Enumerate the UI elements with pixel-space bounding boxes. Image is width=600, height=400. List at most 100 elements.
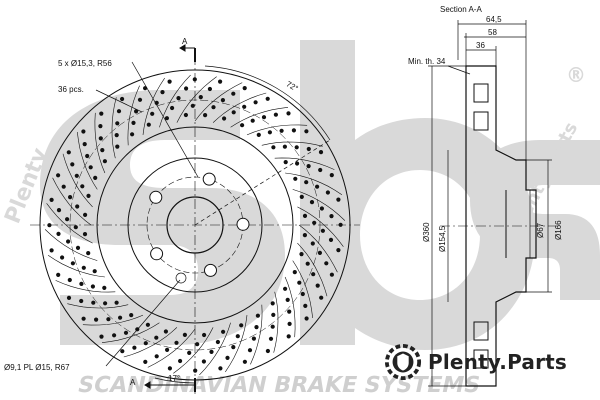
- drill-hole: [132, 345, 137, 350]
- drill-hole: [75, 204, 80, 209]
- drill-hole: [329, 272, 334, 277]
- drill-hole: [98, 136, 103, 141]
- drill-hole: [120, 349, 125, 354]
- drill-hole: [293, 176, 298, 181]
- drill-hole: [47, 223, 52, 228]
- drill-hole: [325, 190, 330, 195]
- drill-hole: [304, 316, 309, 321]
- drill-hole: [320, 228, 325, 233]
- callouts: [95, 61, 199, 367]
- drill-hole: [193, 368, 198, 373]
- drill-hole: [287, 321, 292, 326]
- drill-hole: [253, 100, 258, 105]
- drill-hole: [120, 96, 125, 102]
- friction-slot: [261, 141, 323, 147]
- drill-hole: [79, 298, 84, 304]
- drill-hole: [318, 150, 324, 155]
- callout-texts: 5 x Ø15,3, R56 36 pcs. Ø9,1 PL Ø15, R67: [4, 59, 112, 372]
- disc-holes: [44, 74, 346, 376]
- friction-slot: [127, 85, 140, 146]
- drill-hole: [329, 173, 334, 178]
- drill-hole: [209, 349, 214, 354]
- friction-slot: [44, 229, 98, 261]
- drill-hole: [167, 366, 172, 371]
- friction-slot: [297, 206, 344, 247]
- drill-hole: [222, 116, 227, 121]
- drill-hole: [319, 295, 324, 300]
- friction-slot: [82, 314, 144, 326]
- bolt-hole: [204, 263, 217, 277]
- drill-hole: [255, 313, 260, 318]
- friction-slot: [77, 131, 98, 190]
- bolt-hole: [150, 247, 164, 261]
- drill-hole: [174, 340, 179, 345]
- drill-hole: [310, 241, 315, 246]
- angle-72-leader: [194, 139, 331, 226]
- vent-channel-top-2: [473, 111, 489, 131]
- drill-hole: [65, 217, 70, 222]
- drill-hole: [198, 95, 203, 100]
- drill-hole: [242, 359, 247, 364]
- drill-hole: [318, 167, 323, 173]
- section-profile: [465, 65, 537, 387]
- drill-hole: [75, 245, 81, 250]
- drill-hole: [82, 142, 87, 147]
- drill-hole: [118, 315, 123, 320]
- drill-hole: [90, 284, 95, 289]
- drill-hole: [273, 112, 278, 117]
- hole-spec-leader: [131, 61, 199, 178]
- friction-slot: [292, 189, 346, 221]
- drill-hole: [190, 103, 195, 108]
- drill-hole: [315, 283, 320, 288]
- drill-hole: [338, 222, 343, 227]
- dim-36-label: 36: [476, 41, 485, 50]
- drill-hole: [61, 184, 66, 189]
- drill-hole: [182, 332, 187, 337]
- section-arrowhead-top: [179, 44, 186, 52]
- drill-hole: [291, 128, 296, 133]
- drill-hole: [231, 110, 236, 115]
- drill-hole: [201, 359, 206, 364]
- dim-d67-label: Ø67: [536, 222, 545, 238]
- watermark: Plenty Plenty.Parts ® SCANDINAVIAN BRAKE…: [0, 40, 600, 398]
- drill-hole: [292, 270, 297, 275]
- angle-72-label: 72°: [285, 79, 300, 93]
- drill-hole: [160, 90, 165, 95]
- friction-slot: [147, 328, 196, 368]
- drill-hole: [329, 214, 334, 219]
- drill-hole: [302, 213, 308, 218]
- min-thickness-label: Min. th. 34: [408, 57, 446, 66]
- drill-hole: [315, 184, 320, 189]
- drill-hole: [86, 193, 91, 198]
- drill-hole: [99, 334, 104, 339]
- drill-hole: [286, 334, 291, 339]
- drill-hole: [154, 354, 159, 359]
- drill-hole: [49, 248, 54, 253]
- drill-hole: [102, 285, 107, 290]
- drill-hole: [176, 96, 181, 101]
- drill-hole: [73, 225, 78, 230]
- drill-hole: [116, 109, 122, 114]
- drill-hole: [211, 105, 216, 110]
- friction-slot: [246, 124, 308, 136]
- drill-hole: [218, 79, 223, 84]
- drill-hole: [187, 350, 192, 355]
- drill-hole: [68, 195, 73, 200]
- watermark-tagline: SCANDINAVIAN BRAKE SYSTEMS: [75, 372, 482, 398]
- friction-slot: [46, 203, 93, 244]
- bolt-hole: [202, 172, 216, 186]
- drill-hole: [102, 159, 107, 164]
- drill-hole: [251, 336, 256, 341]
- brand-badge[interactable]: Plenty.Parts: [384, 341, 596, 383]
- drill-hole: [271, 312, 276, 317]
- drill-hole: [306, 164, 311, 169]
- gear-shield-icon: [384, 343, 422, 381]
- drill-hole: [270, 324, 275, 329]
- drill-hole: [336, 197, 341, 202]
- drill-hole: [56, 231, 61, 236]
- friction-slot: [101, 322, 160, 343]
- drill-hole: [170, 105, 175, 111]
- brand-name: Plenty.Parts: [428, 350, 568, 374]
- drill-hole: [247, 348, 253, 353]
